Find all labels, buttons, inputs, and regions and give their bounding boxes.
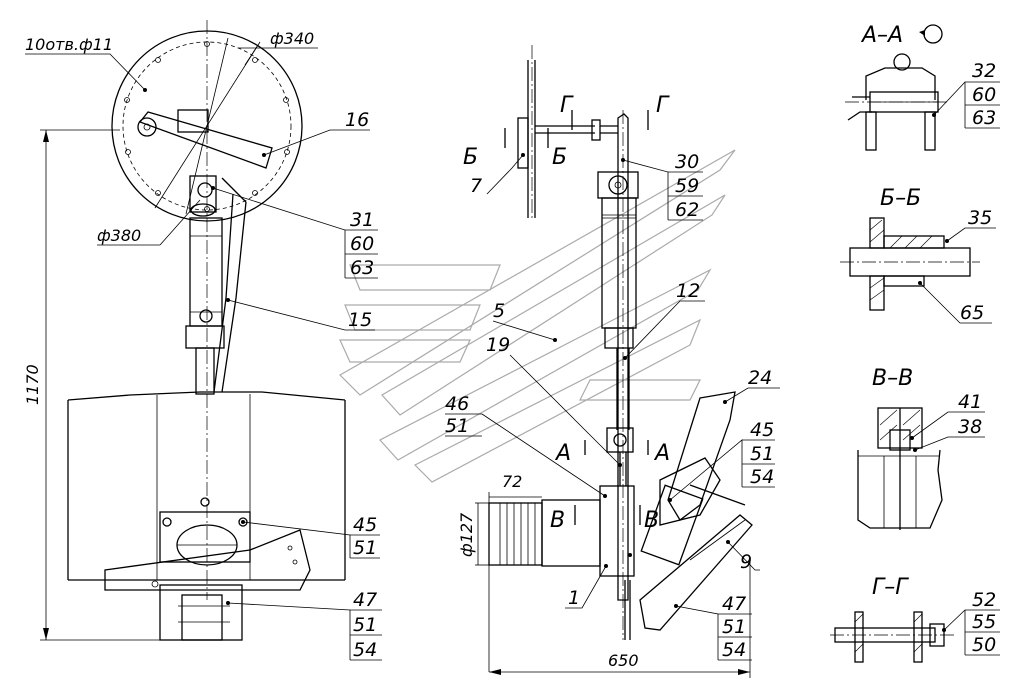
callout-16: 16 (345, 109, 369, 131)
stack-45a-mid: 51 (750, 443, 774, 465)
stack-52-mid: 55 (972, 611, 996, 633)
diameter-380-label: ф380 (97, 226, 141, 245)
stack-45b-top: 45 (353, 514, 377, 536)
section-mark-g-right: Г (656, 93, 670, 118)
diameter-340-label: ф340 (270, 29, 314, 48)
section-title-gg: Г–Г (872, 575, 909, 600)
callout-19: 19 (486, 334, 510, 356)
stack-47b-top: 47 (722, 593, 746, 615)
stack-32-mid: 60 (972, 84, 996, 106)
holes-dimension-label: 10отв.ф11 (25, 35, 113, 54)
front-view (25, 20, 382, 661)
section-mark-v-right: В (644, 508, 659, 533)
section-mark-b-right: Б (552, 145, 567, 170)
stack-31-mid: 60 (350, 233, 374, 255)
diameter-127-label: ф127 (457, 512, 476, 557)
callout-35: 35 (968, 207, 992, 229)
section-title-bb: Б–Б (880, 186, 921, 211)
length-72-label: 72 (502, 472, 522, 491)
stack-47a-top: 47 (353, 589, 377, 611)
watermark-logo (339, 149, 736, 483)
section-views (830, 24, 1000, 663)
callout-5: 5 (493, 300, 505, 322)
stack-52-bot: 50 (972, 634, 996, 656)
stack-52-top: 52 (972, 589, 996, 611)
stack-46-bot: 51 (445, 415, 469, 437)
callout-1: 1 (568, 587, 580, 609)
stack-47a-bot: 54 (353, 639, 377, 661)
callout-9: 9 (740, 551, 752, 573)
callout-15: 15 (348, 309, 372, 331)
stack-47b-bot: 54 (722, 639, 746, 661)
length-650-label: 650 (608, 651, 639, 670)
section-mark-a-right: А (653, 441, 670, 466)
stack-45a-bot: 54 (750, 466, 774, 488)
stack-31-bot: 63 (350, 257, 374, 279)
stack-30-top: 30 (675, 151, 699, 173)
callout-24: 24 (748, 367, 772, 389)
side-view (445, 45, 780, 678)
callout-41: 41 (958, 391, 982, 413)
stack-47a-mid: 51 (353, 614, 377, 636)
stack-45b-bot: 51 (353, 537, 377, 559)
stack-47b-mid: 51 (722, 616, 746, 638)
stack-30-bot: 62 (675, 199, 699, 221)
callout-65: 65 (960, 302, 984, 324)
stack-31-top: 31 (350, 209, 374, 231)
section-mark-b-left: Б (463, 145, 478, 170)
section-title-vv: В–В (872, 366, 913, 391)
callout-38: 38 (958, 416, 982, 438)
section-title-aa: А–А (860, 23, 903, 48)
section-mark-g-left: Г (560, 93, 574, 118)
stack-46-top: 46 (445, 393, 469, 415)
stack-32-top: 32 (972, 60, 996, 82)
stack-30-mid: 59 (675, 175, 699, 197)
callout-7: 7 (470, 175, 482, 197)
section-mark-a-left: А (554, 441, 571, 466)
stack-32-bot: 63 (972, 107, 996, 129)
height-1170-label: 1170 (23, 364, 42, 405)
section-mark-v-left: В (550, 508, 565, 533)
stack-45a-top: 45 (750, 419, 774, 441)
callout-12: 12 (676, 280, 700, 302)
